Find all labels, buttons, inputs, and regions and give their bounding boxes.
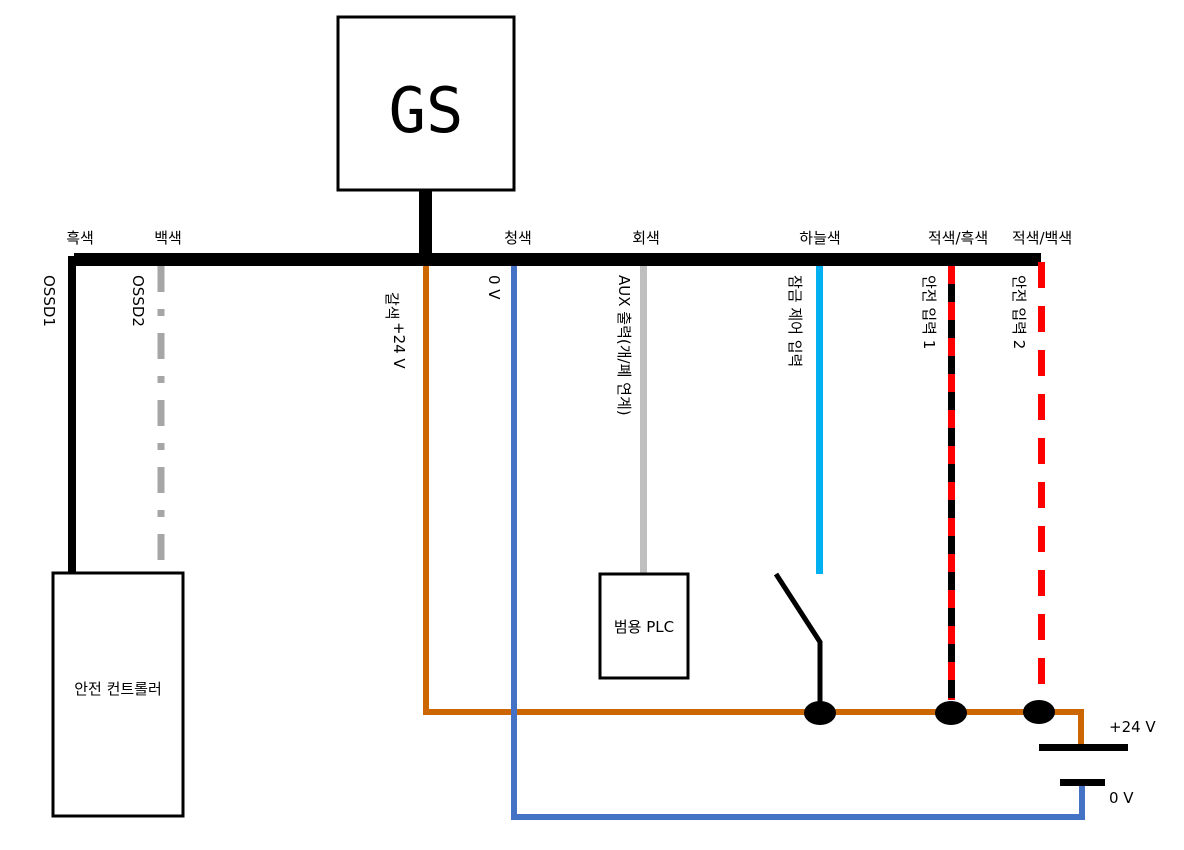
gs-cable-stem bbox=[419, 190, 432, 260]
wire-color-label-safety1: 적색/흑색 bbox=[928, 229, 988, 247]
wire-aux bbox=[640, 266, 647, 574]
wire-color-label-ossd1: 흑색 bbox=[66, 229, 94, 247]
supply-negative-label: 0 V bbox=[1109, 789, 1134, 807]
wire-function-label-safety1: 안전 입력 1 bbox=[920, 275, 938, 349]
gs-device-box bbox=[336, 15, 516, 192]
wire-function-label-ossd2: OSSD2 bbox=[129, 275, 147, 327]
wire-ground-0v bbox=[511, 266, 1085, 820]
wire-color-label-ossd2: 백색 bbox=[154, 229, 182, 247]
junction-dot-lock bbox=[804, 701, 836, 725]
safety-controller-box bbox=[51, 571, 185, 818]
plc-label: 범용 PLC bbox=[614, 618, 674, 636]
junction-dot-safety1 bbox=[935, 701, 967, 725]
wire-ossd1 bbox=[68, 256, 76, 574]
lock-switch-icon bbox=[773, 572, 823, 712]
wire-function-label-ossd1: OSSD1 bbox=[40, 275, 58, 327]
wire-color-label-safety2: 적색/백색 bbox=[1012, 229, 1072, 247]
gs-label: GS bbox=[389, 74, 464, 147]
supply-positive-label: +24 V bbox=[1109, 718, 1156, 736]
wire-color-label-power: 갈색 bbox=[383, 292, 401, 320]
wire-color-label-lock: 하늘색 bbox=[799, 229, 840, 247]
wire-lock-control bbox=[816, 266, 823, 574]
junction-dot-safety2 bbox=[1023, 700, 1055, 724]
wire-power-24v bbox=[423, 266, 1084, 746]
battery-negative-plate bbox=[1060, 779, 1105, 786]
wire-function-label-ground: 0 V bbox=[485, 275, 503, 300]
plc-box bbox=[598, 572, 690, 680]
wire-color-label-ground: 청색 bbox=[504, 229, 532, 247]
wire-function-label-power: +24 V bbox=[390, 322, 408, 369]
battery-positive-plate bbox=[1039, 744, 1128, 751]
safety-controller-label: 안전 컨트롤러 bbox=[74, 680, 162, 698]
wire-function-label-lock: 잠금 제어 입력 bbox=[786, 275, 804, 367]
main-cable-bus bbox=[74, 253, 1041, 266]
wire-color-label-aux: 회색 bbox=[632, 229, 660, 247]
wire-function-label-aux: AUX 출력(개/폐 연계) bbox=[615, 275, 633, 416]
wire-function-label-safety2: 안전 입력 2 bbox=[1010, 275, 1028, 349]
